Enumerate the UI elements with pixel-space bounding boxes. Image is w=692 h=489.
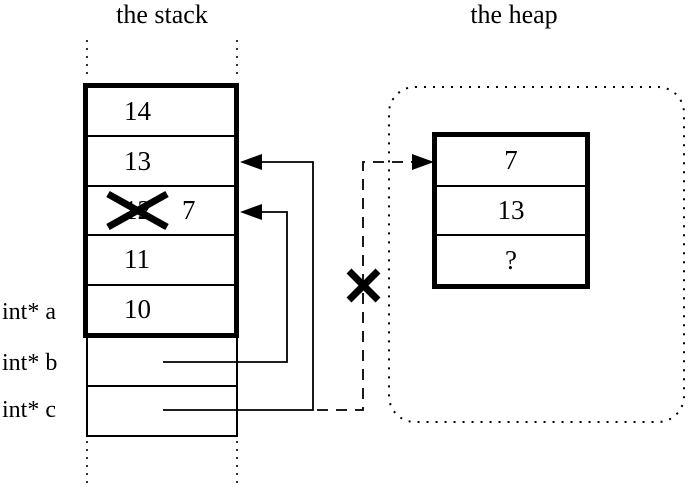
heap-block: 7 13 ? bbox=[432, 132, 590, 289]
stack-cell-value: 10 bbox=[124, 293, 151, 324]
stack-cell-overwritten: 12 7 bbox=[88, 184, 234, 234]
pointer-slot-c bbox=[86, 385, 238, 437]
stack-cell-value: 11 bbox=[124, 244, 150, 275]
stack-cell-13: 13 bbox=[88, 135, 234, 184]
arrowhead-right-icon bbox=[412, 154, 434, 170]
heap-cell-value: 13 bbox=[497, 195, 525, 225]
heap-title: the heap bbox=[470, 0, 558, 29]
stack-cell-11: 11 bbox=[88, 234, 234, 283]
stack-cell-10: 10 bbox=[88, 283, 234, 333]
stack-cell-14: 14 bbox=[88, 88, 234, 135]
stack-cell-value: 13 bbox=[124, 145, 151, 176]
heap-cell-value: ? bbox=[505, 244, 517, 275]
stack-frame: 14 13 12 7 11 10 bbox=[83, 83, 239, 338]
pointer-label-c: int* c bbox=[2, 397, 56, 423]
pointer-label-b: int* b bbox=[2, 350, 58, 376]
pointer-slot-b bbox=[86, 335, 238, 387]
heap-cell-unknown: ? bbox=[437, 234, 585, 284]
stack-cell-value: 14 bbox=[124, 96, 151, 127]
arrowhead-left-icon bbox=[240, 154, 262, 170]
heap-cell-13: 13 bbox=[437, 184, 585, 235]
overwrite-value: 7 bbox=[182, 195, 196, 226]
crossed-out-value: 12 bbox=[124, 195, 151, 226]
pointer-label-a: int* a bbox=[2, 299, 56, 325]
heap-cell-7: 7 bbox=[437, 137, 585, 185]
dangling-arrow-to-heap-line bbox=[317, 161, 412, 411]
stack-title: the stack bbox=[116, 0, 208, 29]
x-cross-icon bbox=[346, 268, 381, 303]
arrowhead-left-icon bbox=[240, 204, 262, 220]
heap-cell-value: 7 bbox=[504, 145, 518, 176]
